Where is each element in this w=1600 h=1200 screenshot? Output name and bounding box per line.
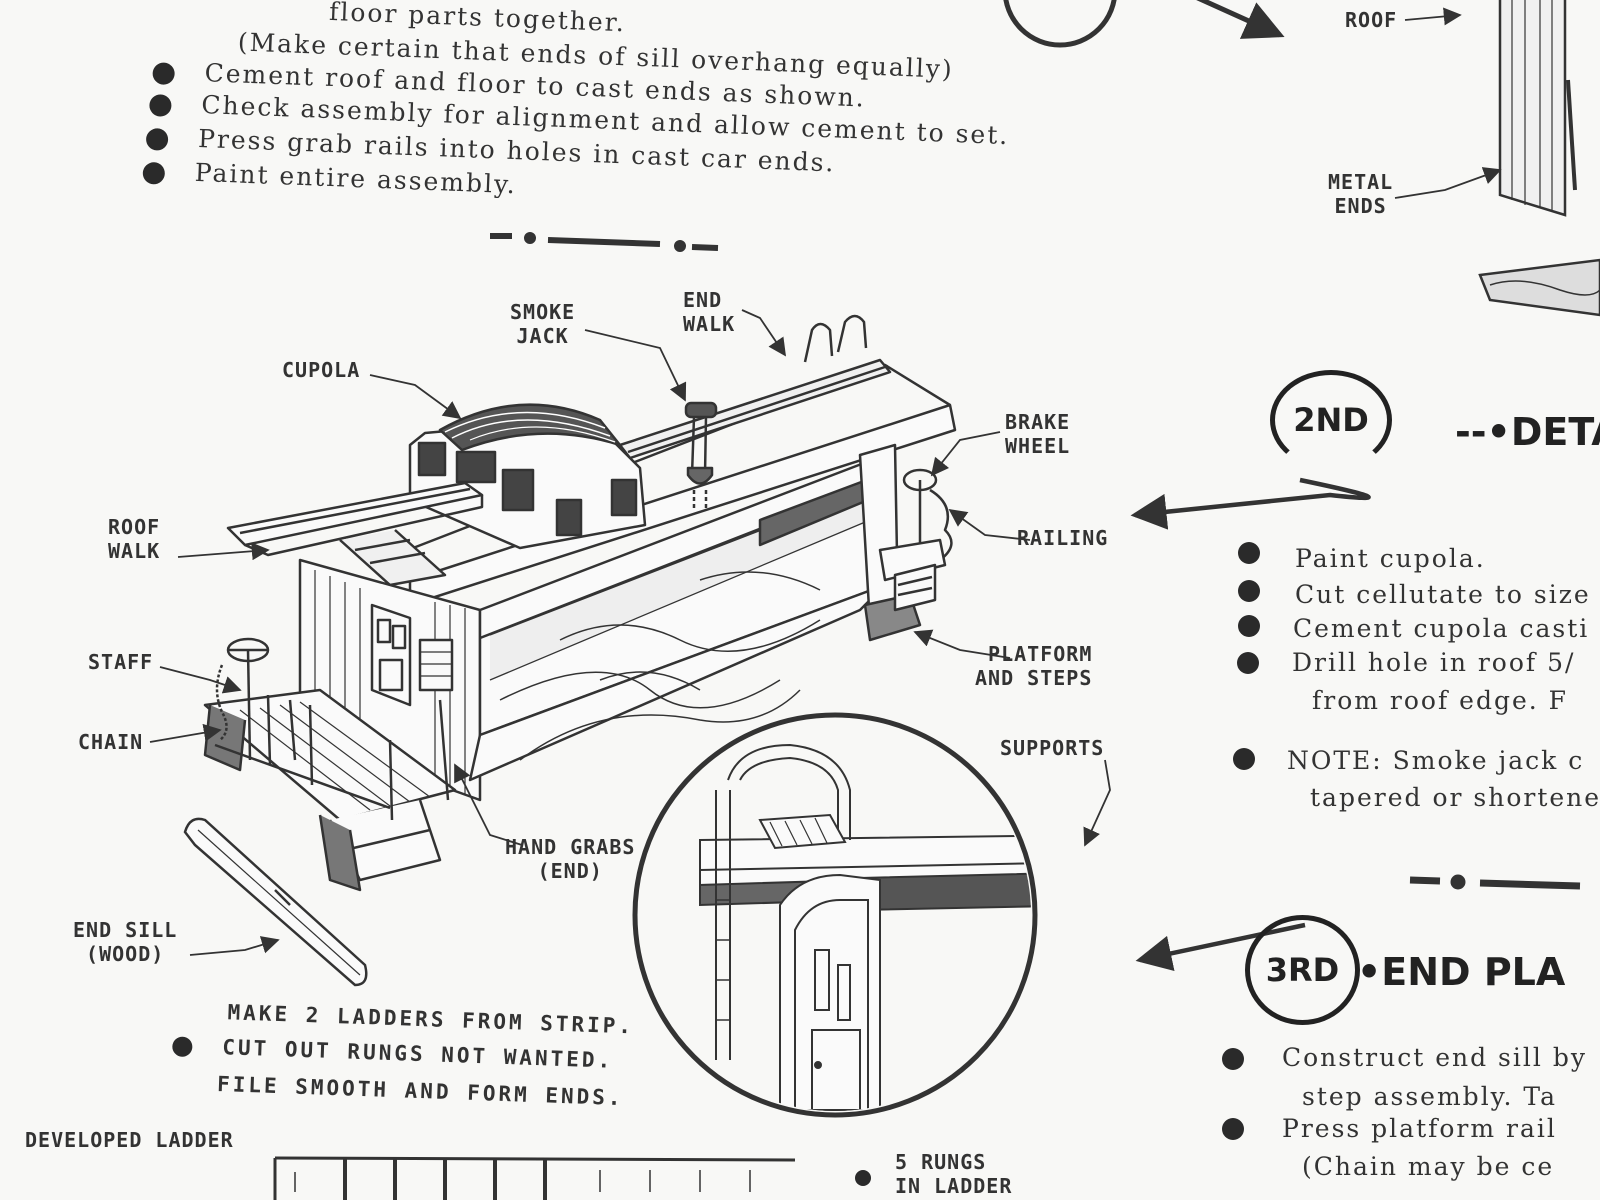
- step-2-badge: 2ND: [1270, 370, 1392, 470]
- step-3-item: Press platform rail: [1282, 1114, 1557, 1143]
- label-hand-grabs: HAND GRABS(END): [505, 835, 636, 883]
- detail-circle: [632, 712, 1038, 1118]
- partial-top-drawing: [1003, 0, 1600, 317]
- step-3-continuation: (Chain may be ce: [1302, 1152, 1555, 1181]
- label-cupola: CUPOLA: [282, 358, 361, 382]
- bullet: [1238, 615, 1260, 637]
- label-staff: STAFF: [88, 650, 154, 674]
- label-supports: SUPPORTS: [1000, 736, 1105, 760]
- bullet: [1222, 1118, 1244, 1140]
- bullet: [1233, 748, 1255, 770]
- step-2-item: Paint cupola.: [1295, 544, 1486, 573]
- section-divider-right: [1409, 874, 1581, 890]
- bullet: [1222, 1048, 1244, 1070]
- label-end-sill: END SILL(WOOD): [73, 918, 178, 966]
- label-railing: RAILING: [1017, 526, 1109, 550]
- caboose-body: [203, 314, 957, 892]
- step-3-badge: 3RD: [1245, 915, 1360, 1025]
- bullet: [1238, 542, 1260, 564]
- bullet: [1238, 580, 1260, 602]
- leader-lines: [149, 7, 1502, 956]
- step-2-heading: --•DETA: [1455, 410, 1600, 454]
- developed-ladder-label: DEVELOPED LADDER: [25, 1128, 234, 1152]
- bullet: [855, 1170, 871, 1186]
- section-divider: [490, 232, 719, 252]
- step-2-note: NOTE: Smoke jack c: [1287, 746, 1585, 775]
- label-roof: ROOF: [1345, 8, 1398, 32]
- label-chain: CHAIN: [78, 730, 144, 754]
- step-3-continuation: step assembly. Ta: [1302, 1082, 1558, 1111]
- step-2-item: Drill hole in roof 5/: [1292, 648, 1576, 677]
- step-2-continuation: from roof edge. F: [1312, 686, 1568, 715]
- step-2-item: Cut cellutate to size: [1295, 580, 1591, 609]
- bullet: [1237, 652, 1259, 674]
- step-3-heading: •END PLA: [1357, 950, 1566, 994]
- step-3-item: Construct end sill by: [1282, 1043, 1587, 1072]
- step-2-note: tapered or shortene: [1310, 783, 1600, 812]
- end-sill-wood: [183, 817, 368, 987]
- detail-drawing: [699, 743, 1031, 1111]
- developed-ladder-strip: [273, 1156, 796, 1200]
- step-2-item: Cement cupola casti: [1293, 614, 1590, 643]
